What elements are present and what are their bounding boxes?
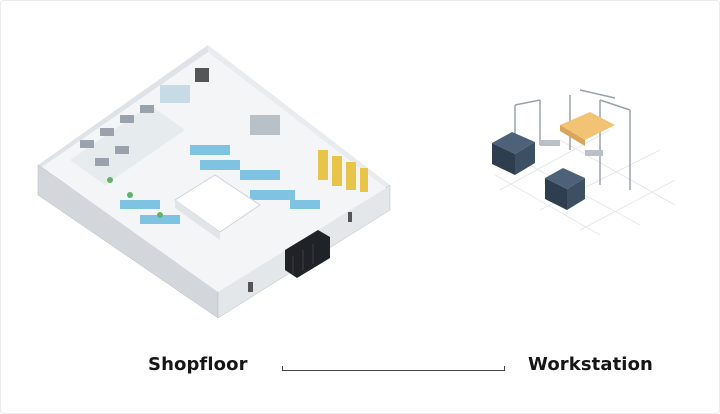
- shopfloor-illustration[interactable]: [30, 38, 410, 328]
- workstation-illustration[interactable]: [480, 85, 680, 235]
- shopfloor-label[interactable]: Shopfloor: [148, 354, 248, 375]
- workstation-label[interactable]: Workstation: [528, 354, 653, 375]
- level-scale-slider[interactable]: [282, 366, 505, 371]
